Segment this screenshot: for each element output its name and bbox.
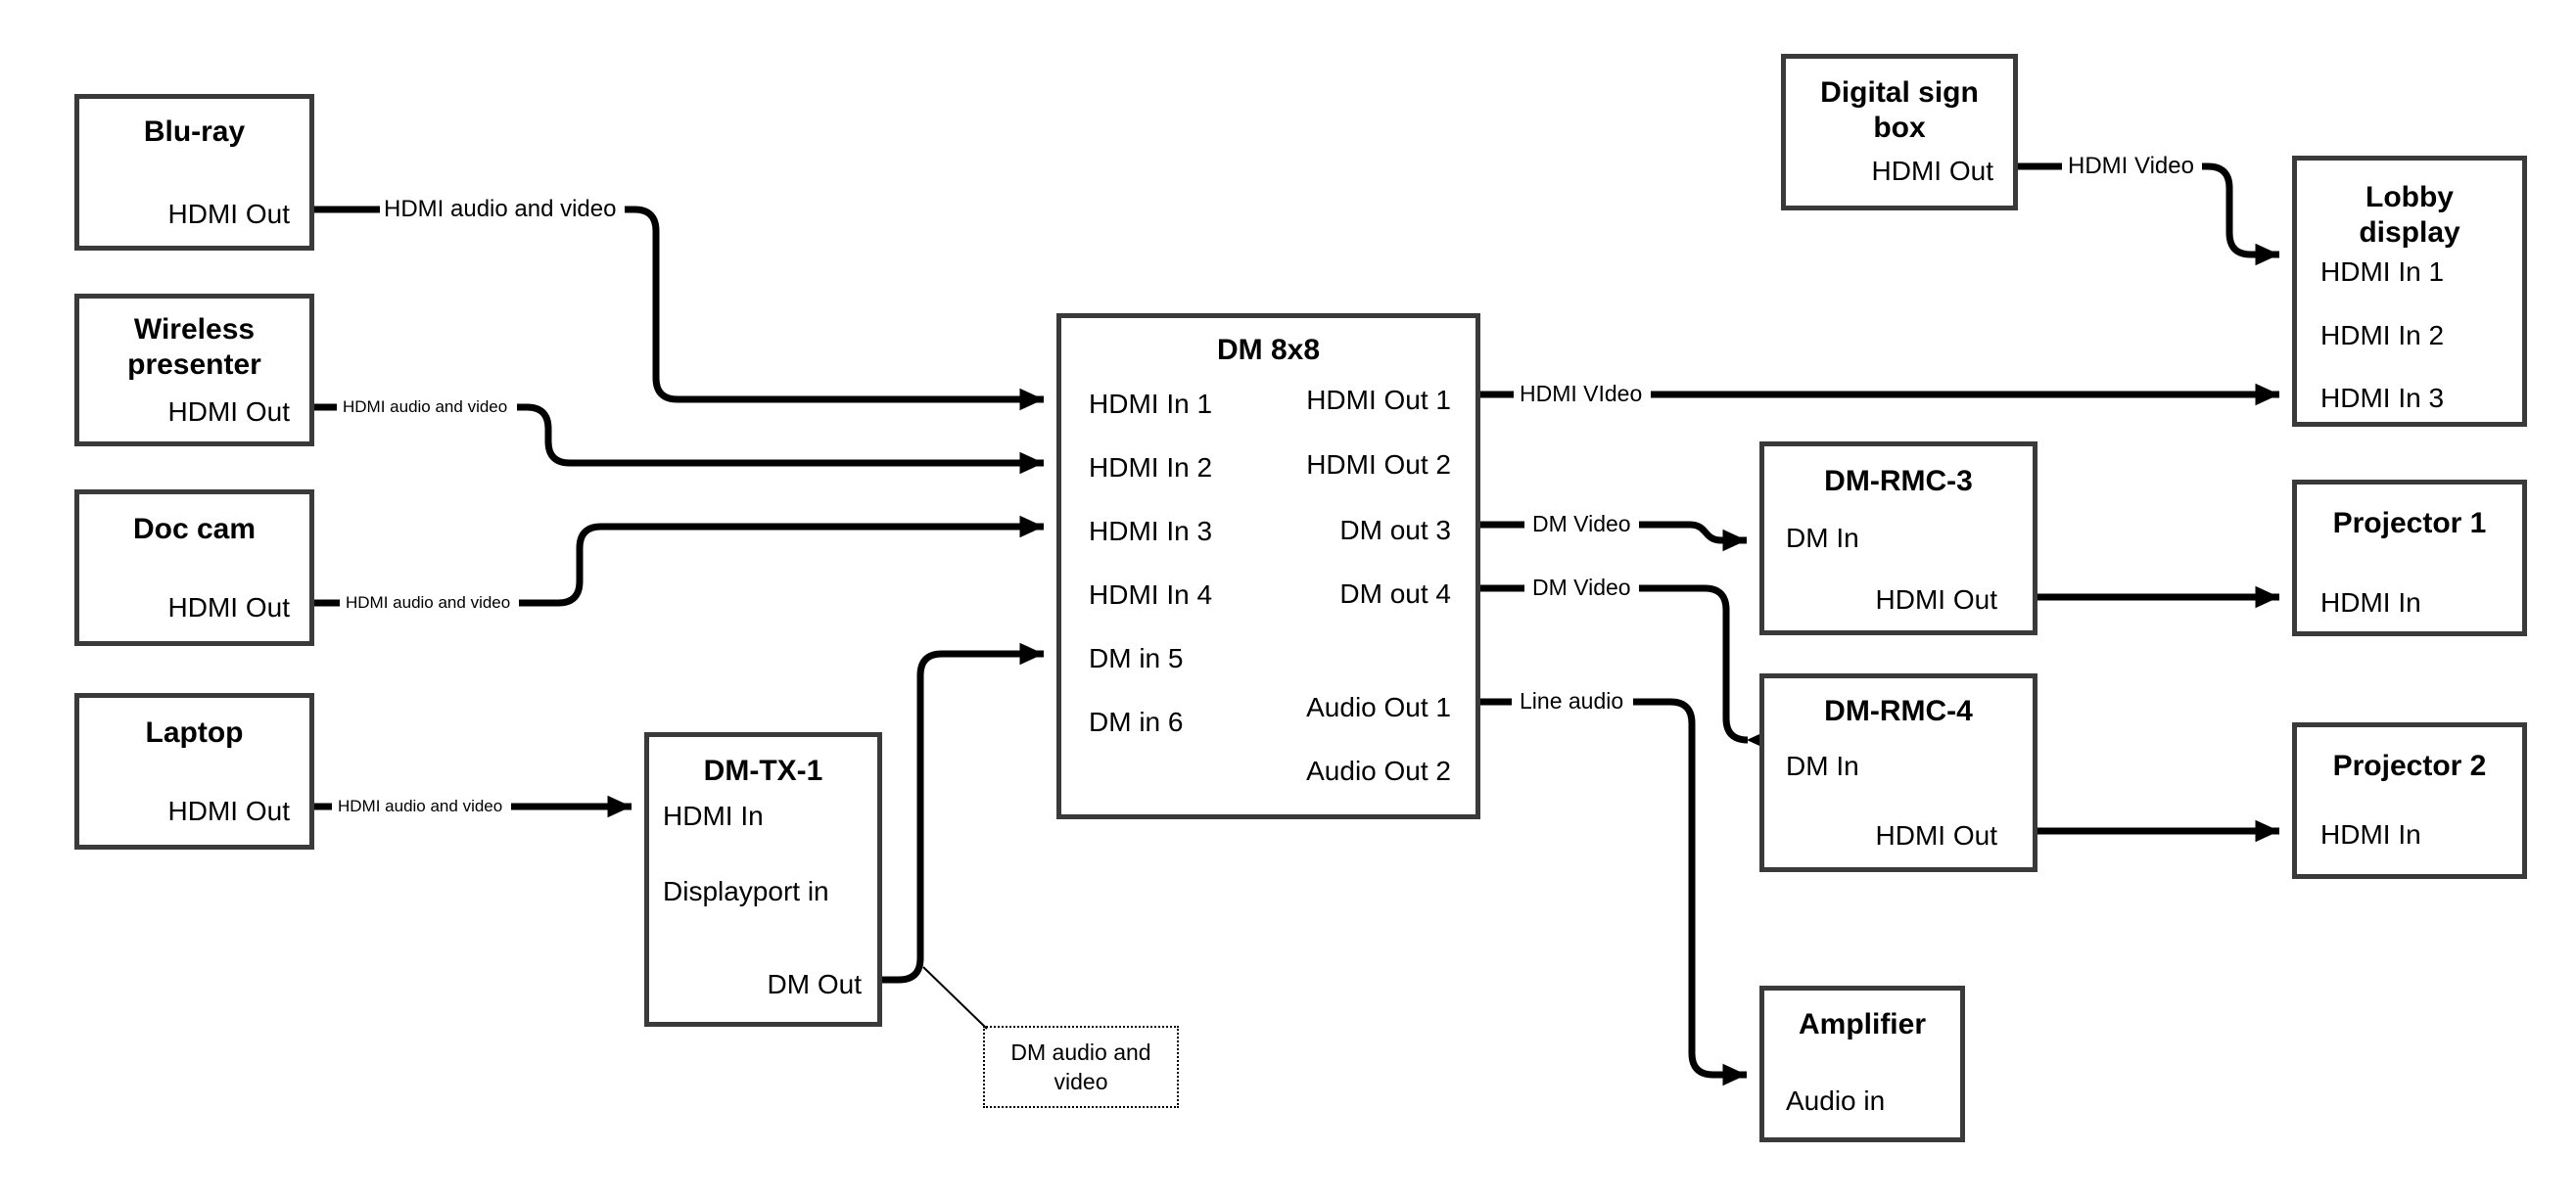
port-hdmi-in-3: HDMI In 3 bbox=[1089, 516, 1213, 546]
port-audio-out-2: Audio Out 2 bbox=[1306, 756, 1451, 786]
port-audio-out-1: Audio Out 1 bbox=[1306, 692, 1451, 722]
node-laptop: Laptop HDMI Out bbox=[74, 693, 314, 850]
wire-bluray-to-dm8x8 bbox=[625, 206, 1044, 411]
port-hdmi-in: HDMI In bbox=[663, 801, 764, 831]
wire-out4-to-rmc4 bbox=[1639, 584, 1771, 752]
port-dm-in: DM In bbox=[1786, 751, 1859, 781]
port-hdmi-in-4: HDMI In 4 bbox=[1089, 579, 1213, 610]
port-hdmi-out: HDMI Out bbox=[167, 396, 290, 427]
port-hdmi-in-1: HDMI In 1 bbox=[1089, 389, 1213, 419]
wire-label-line-audio: Line audio bbox=[1520, 688, 1624, 714]
node-dm-tx-1: DM-TX-1 HDMI In Displayport in DM Out bbox=[644, 732, 882, 1027]
node-projector-1: Projector 1 HDMI In bbox=[2292, 480, 2527, 636]
node-title: Laptop bbox=[145, 716, 244, 749]
node-wireless-presenter: Wireless presenter HDMI Out bbox=[74, 294, 314, 446]
port-hdmi-in-2: HDMI In 2 bbox=[2320, 320, 2445, 350]
node-dm-rmc-4: DM-RMC-4 DM In HDMI Out bbox=[1759, 673, 2037, 872]
node-title: Blu-ray bbox=[143, 115, 246, 148]
node-title: Projector 2 bbox=[2332, 750, 2487, 782]
port-hdmi-out: HDMI Out bbox=[1871, 156, 1993, 186]
node-lobby-display: Lobby display HDMI In 1 HDMI In 2 HDMI I… bbox=[2292, 156, 2527, 427]
node-projector-2: Projector 2 HDMI In bbox=[2292, 722, 2527, 879]
port-hdmi-in-1: HDMI In 1 bbox=[2320, 256, 2445, 287]
node-title: Digital sign box bbox=[1820, 76, 1979, 144]
node-dm-8x8: DM 8x8 HDMI In 1 HDMI In 2 HDMI In 3 HDM… bbox=[1056, 313, 1480, 819]
port-dm-in-6: DM in 6 bbox=[1089, 707, 1184, 737]
port-hdmi-in-3: HDMI In 3 bbox=[2320, 383, 2445, 413]
wire-label-doccam: HDMI audio and video bbox=[346, 593, 511, 613]
callout-dm-audio-video: DM audio and video bbox=[983, 1026, 1179, 1108]
port-hdmi-out-1: HDMI Out 1 bbox=[1306, 385, 1451, 415]
node-title: DM-TX-1 bbox=[703, 755, 823, 787]
node-title: DM 8x8 bbox=[1216, 334, 1321, 366]
port-hdmi-in: HDMI In bbox=[2320, 587, 2421, 618]
callout-leader-line bbox=[922, 966, 988, 1030]
node-title: DM-RMC-4 bbox=[1824, 695, 1973, 727]
wire-label-dm-video-3: DM Video bbox=[1532, 511, 1631, 536]
wire-aout1-to-amp bbox=[1633, 698, 1747, 1086]
node-blu-ray: Blu-ray HDMI Out bbox=[74, 94, 314, 251]
node-doc-cam: Doc cam HDMI Out bbox=[74, 489, 314, 646]
port-hdmi-in: HDMI In bbox=[2320, 819, 2421, 850]
wire-label-hdmi-video-sign: HDMI Video bbox=[2068, 153, 2194, 179]
node-title: Lobby display bbox=[2359, 181, 2460, 249]
port-hdmi-out: HDMI Out bbox=[1875, 820, 1997, 851]
wire-label-laptop: HDMI audio and video bbox=[338, 797, 503, 816]
node-title: Doc cam bbox=[132, 513, 257, 545]
port-hdmi-out: HDMI Out bbox=[1875, 584, 1997, 615]
port-dm-in-5: DM in 5 bbox=[1089, 643, 1184, 673]
node-title: Projector 1 bbox=[2332, 507, 2487, 539]
node-title: DM-RMC-3 bbox=[1824, 465, 1973, 497]
node-dm-rmc-3: DM-RMC-3 DM In HDMI Out bbox=[1759, 441, 2037, 635]
node-title: Wireless presenter bbox=[127, 313, 261, 381]
wire-out3-to-rmc3 bbox=[1639, 521, 1747, 552]
port-audio-in: Audio in bbox=[1786, 1086, 1886, 1116]
port-dm-out-3: DM out 3 bbox=[1339, 515, 1451, 545]
wire-label-dm-video-4: DM Video bbox=[1532, 575, 1631, 600]
port-hdmi-out: HDMI Out bbox=[167, 592, 290, 623]
port-hdmi-out: HDMI Out bbox=[167, 796, 290, 826]
wire-wireless-to-dm8x8 bbox=[517, 403, 1044, 475]
wire-label-bluray: HDMI audio and video bbox=[384, 196, 617, 222]
port-hdmi-out: HDMI Out bbox=[167, 199, 290, 229]
wire-label-hdmi-video-out1: HDMI VIdeo bbox=[1520, 381, 1643, 406]
wire-sign-to-lobby bbox=[2202, 162, 2279, 266]
port-dm-out-4: DM out 4 bbox=[1339, 578, 1451, 609]
node-digital-sign-box: Digital sign box HDMI Out bbox=[1781, 54, 2018, 210]
wire-label-wireless: HDMI audio and video bbox=[343, 397, 508, 417]
wire-doccam-to-dm8x8 bbox=[519, 515, 1044, 607]
port-hdmi-out-2: HDMI Out 2 bbox=[1306, 449, 1451, 480]
port-dm-in: DM In bbox=[1786, 523, 1859, 553]
wire-dmtx1-to-dm8x8 bbox=[882, 642, 1044, 984]
port-dm-out: DM Out bbox=[767, 969, 862, 999]
port-displayport-in: Displayport in bbox=[663, 876, 829, 906]
node-title: Amplifier bbox=[1798, 1008, 1927, 1040]
callout-text: DM audio and video bbox=[1010, 1039, 1151, 1094]
node-amplifier: Amplifier Audio in bbox=[1759, 986, 1965, 1142]
port-hdmi-in-2: HDMI In 2 bbox=[1089, 452, 1213, 483]
